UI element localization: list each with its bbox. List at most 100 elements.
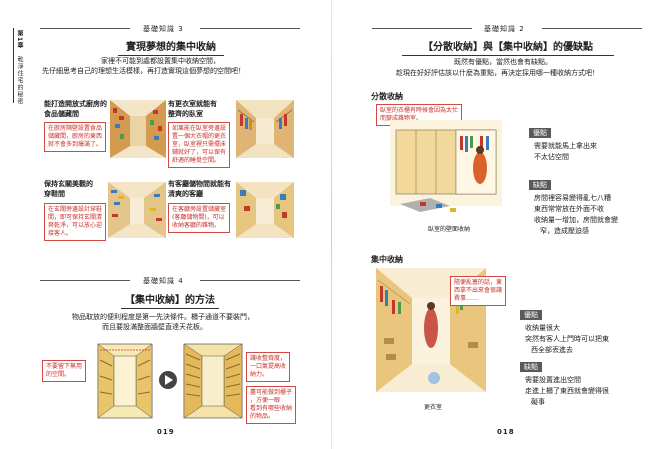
item3-note-line: 在玄關旁邊設計穿鞋 (48, 206, 103, 213)
dispersed-con-3: 收納量一增加，房間就會變 (534, 216, 618, 224)
item1-note: 在廚房隔壁設置食品 儲藏間，廚房的東西 就不會多到爆滿了。 (44, 122, 107, 152)
item2-heading-2: 整齊的臥室 (168, 110, 203, 118)
item3-heading-1: 保持玄關美觀的 (44, 180, 93, 188)
method-note-right-top-line: 一口氣提高收 (250, 363, 287, 370)
item1-note-line: 就不會多到爆滿了。 (48, 141, 103, 148)
concentrated-pro-2: 突然有客人上門時可以把東 (525, 335, 609, 343)
section1-rule-left (40, 28, 130, 29)
concentrated-con-1: 需要設置進出空間 (525, 376, 581, 384)
item2-note-line: 如果能在臥室旁邊設 (172, 125, 227, 132)
right-title-text: 【分散收納】與【集中收納】的優缺點 (423, 42, 593, 53)
right-section-label: 基礎知識 2 (484, 25, 525, 33)
wall-after-illustration (183, 343, 243, 419)
concentrated-callout-line: 費事…… (454, 295, 479, 302)
section2-title-text: 【集中收納】的方法 (125, 295, 215, 306)
dispersed-con-1: 房間裡容易變得亂七八糟 (534, 194, 611, 202)
item3-note-line: 間，即可保持玄關清 (48, 214, 103, 221)
section1-intro-2: 先仔細思考自己的理想生活模樣，再打造實現這個夢想的空間吧！ (42, 67, 245, 75)
left-page-number: 019 (157, 428, 175, 436)
dispersed-con-2: 東西常常放在外面不收 (534, 205, 604, 213)
wall-before-illustration (97, 343, 153, 419)
concentrated-pros-tag: 優點 (520, 310, 542, 320)
item2-heading-1: 有更衣室就能有 (168, 100, 217, 108)
item4-note: 在客廳旁設置儲藏室 (客廳儲物間)，可以 收納客廳的雜物。 (168, 203, 231, 233)
item2-note-line: 舒適的睡覺空間。 (172, 157, 221, 164)
right-title-underline (402, 55, 614, 56)
item4-note-line: 在客廳旁設置儲藏室 (172, 206, 227, 213)
item2-note-line: 室，臥室裡只需擺床 (172, 141, 227, 148)
dispersed-cons-tag: 缺點 (529, 180, 551, 190)
section1-label: 基礎知識 3 (143, 25, 184, 33)
section1-intro-1: 家裡不可能到處都設置集中收納空間， (101, 57, 220, 65)
dispersed-con-4: 窄，造成壓迫感 (540, 227, 589, 235)
method-note-right-top: 讓收整齊度， 一口氣提高收 納力。 (246, 352, 291, 382)
dispersed-caption: 臥室的壁面收納 (428, 226, 471, 233)
dispersed-heading: 分散收納 (371, 92, 403, 101)
item4-note-line: (客廳儲物間)，可以 (172, 214, 225, 221)
section2-intro-1: 物品取放的便利程度是第一先決條件。櫃子通道不要裝門， (72, 313, 254, 321)
concentrated-con-3: 礙事 (531, 398, 545, 406)
section1-title-text: 實現夢想的集中收納 (126, 42, 216, 53)
arrow-icon (159, 371, 177, 389)
item1-note-line: 儲藏間，廚房的東西 (48, 133, 103, 140)
chapter-subtitle: 乾淨住宅的秘密 (16, 56, 23, 105)
method-note-right-bottom-line: 盡可能做到櫃子 (250, 389, 293, 396)
dispersed-pros-tag: 優點 (529, 128, 551, 138)
concentrated-callout-line: 隨便亂塞的話，東 (454, 279, 503, 286)
section1-title-underline (118, 55, 224, 56)
method-note-right-top-line: 納力。 (250, 371, 269, 378)
closet-illustration (236, 100, 294, 158)
right-intro-2: 趁現在好好評估該以什麼為重點，再決定採用哪一種收納方式吧！ (396, 69, 599, 77)
section1-rule-right (200, 28, 300, 29)
dispersed-pro-2: 不太佔空間 (534, 153, 569, 161)
chapter-label: 第1章 (16, 30, 23, 50)
section2-title: 【集中收納】的方法 (121, 291, 219, 309)
dispersed-callout-line: 而變成雜物室。 (380, 115, 423, 122)
item3-heading-2: 穿鞋間 (44, 190, 65, 198)
item4-heading-1: 有客廳儲物間就能有 (168, 180, 231, 188)
right-rule-right (542, 28, 642, 29)
concentrated-pro-1: 收納量很大 (525, 324, 560, 332)
item4-note-line: 收納客廳的雜物。 (172, 222, 221, 229)
method-note-left-line: 不要留下無用 (46, 363, 83, 370)
method-note-right-bottom: 盡可能做到櫃子 ，方便一眼 看到有哪些收納 的物品。 (246, 386, 297, 424)
right-title: 【分散收納】與【集中收納】的優缺點 (402, 38, 614, 56)
side-tab: 第1章 乾淨住宅的秘密 (10, 28, 26, 108)
item1-note-line: 在廚房隔壁設置食品 (48, 125, 103, 132)
concentrated-caption: 更衣室 (424, 404, 443, 411)
section2-intro-2: 而且要設滿整面牆壁直達天花板。 (102, 323, 207, 331)
dispersed-pro-1: 需要就能馬上拿出來 (534, 142, 597, 150)
method-note-right-bottom-line: 看到有哪些收納 (250, 405, 293, 412)
concentrated-heading: 集中收納 (371, 255, 403, 264)
item1-heading-1: 能打造開放式廚房的 (44, 100, 107, 108)
concentrated-callout-line: 西拿不出來會很讓 (454, 287, 503, 294)
concentrated-cons-tag: 缺點 (520, 362, 542, 372)
concentrated-pro-3: 西全部丟進去 (531, 346, 573, 354)
method-note-left: 不要留下無用 的空間。 (42, 360, 87, 382)
item1-heading-2: 食品儲藏間 (44, 110, 79, 118)
right-intro-1: 既然有優點，當然也會有缺點。 (454, 58, 552, 66)
section1-title: 實現夢想的集中收納 (118, 38, 224, 56)
concentrated-callout: 隨便亂塞的話，東 西拿不出來會很讓 費事…… (450, 276, 507, 306)
item2-note: 如果能在臥室旁邊設 置一個大衣帽的更衣 室，臥室裡只需擺床 鋪就好了，可以保有 … (168, 122, 231, 168)
side-tab-bar (13, 28, 14, 103)
section2-rule-right (200, 280, 300, 281)
section2-rule-left (40, 280, 130, 281)
section2-title-underline (121, 308, 219, 309)
item4-heading-2: 清爽的客廳 (168, 190, 203, 198)
living-storage-illustration (236, 182, 294, 238)
dispersed-callout-line: 臥室的衣櫃有時候會因為太忙 (380, 107, 459, 114)
pantry-illustration (110, 100, 166, 158)
item3-note: 在玄關旁邊設計穿鞋 間，即可保持玄關清 爽乾淨，可以放心迎 接客人。 (44, 203, 107, 241)
item2-note-line: 置一個大衣帽的更衣 (172, 133, 227, 140)
method-note-right-bottom-line: ，方便一眼 (250, 397, 281, 404)
gutter (331, 0, 332, 449)
item3-note-line: 接客人。 (48, 230, 73, 237)
item2-note-line: 鋪就好了，可以保有 (172, 149, 227, 156)
section2-label: 基礎知識 4 (143, 277, 184, 285)
bedroom-wall-illustration (390, 120, 502, 212)
method-note-left-line: 的空間。 (46, 371, 71, 378)
shoe-room-illustration (108, 182, 166, 238)
concentrated-con-2: 走進上櫃了東西就會變得很 (525, 387, 609, 395)
method-note-right-top-line: 讓收整齊度， (250, 355, 287, 362)
